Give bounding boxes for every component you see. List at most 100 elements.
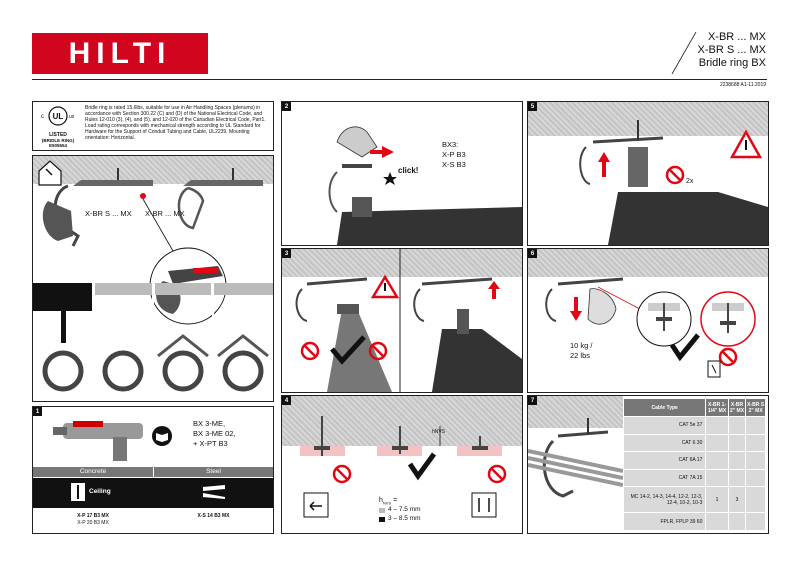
panel-1: 1 BX 3-ME, BX 3-ME 02, + X-PT B3 Concret…	[32, 406, 274, 534]
cell	[705, 512, 729, 531]
cell: 3	[727, 486, 747, 514]
panel-3: 3	[281, 248, 523, 393]
cell	[705, 468, 729, 488]
cell	[727, 416, 747, 435]
panel-6-illustration	[545, 277, 756, 378]
panel-2-illustration	[328, 126, 522, 245]
brand-wordmark: HILTI	[68, 36, 172, 70]
overview-illustration	[33, 168, 273, 401]
ul-us-text: us	[69, 114, 75, 120]
tool-list: BX 3-ME, BX 3-ME 02, + X-PT B3	[193, 419, 236, 449]
panel-number: 7	[528, 396, 537, 405]
header-xbrs-2: X-BR S 2" MX	[745, 398, 766, 417]
header-rule	[32, 79, 767, 80]
panel-4: 4 hNVS hNVS = 4 – 7.5 mm 3 – 8.5 mm	[281, 395, 523, 534]
ul-mark-text: UL	[53, 112, 64, 121]
manual-read-icon	[152, 426, 172, 446]
cell: MC 14-2, 14-3, 14-4, 12-2, 12-3, 12-4, 1…	[622, 486, 707, 514]
cell: CAT 5e 37	[622, 416, 707, 435]
ul-description: Bridle ring is rated 15.6lbs, suitable f…	[85, 105, 266, 141]
concrete-ceiling	[282, 249, 522, 277]
concrete-pin: X-P 20 B3 MX	[77, 520, 109, 526]
tool-item: BX 3-ME 02,	[193, 429, 236, 438]
cell	[745, 416, 766, 435]
cell: CAT 6 30	[622, 433, 707, 453]
title-line-2: X-BR S ... MX	[697, 44, 766, 56]
hnvs-tag: hNVS	[432, 429, 446, 435]
panel-number: 1	[33, 407, 42, 416]
panel-number: 3	[282, 249, 291, 258]
ul-logo-icon: UL c us	[41, 106, 75, 126]
cable-capacity-table: Cable Type X-BR 1-1/4" MX X-BR 2" MX X-B…	[622, 398, 766, 531]
divider-slash	[671, 31, 697, 75]
cable-illustration	[528, 418, 623, 498]
panel-3-illustration	[295, 249, 522, 392]
table-row: MC 14-2, 14-3, 14-4, 12-2, 12-3, 12-4, 1…	[622, 486, 766, 514]
concrete-ceiling	[528, 102, 768, 136]
cell	[727, 451, 747, 470]
cell	[705, 451, 729, 470]
panel-2-tool-lines: BX3: X-P B3 X-S B3	[442, 140, 466, 170]
header-xbr-2: X-BR 2" MX	[727, 398, 747, 417]
concrete-pins: X-P 17 B3 MX X-P 20 B3 MX	[33, 513, 153, 527]
tool-line: X-S B3	[442, 160, 466, 169]
table-row: CAT 7A 15	[622, 468, 766, 488]
cell	[745, 512, 766, 531]
panel-2: 2 click! BX3: X-P B3 X-S B3	[281, 101, 523, 246]
tool-item: + X-PT B3	[193, 439, 228, 448]
hnvs-sub: NVS	[382, 500, 392, 506]
cell	[745, 433, 766, 453]
hnvs-eq: =	[393, 497, 398, 504]
hnvs-range-2: 3 – 8.5 mm	[388, 515, 421, 522]
title-line-3: Bridle ring BX	[698, 57, 766, 69]
cell	[745, 468, 766, 488]
concrete-pin: X-P 17 B3 MX	[77, 513, 109, 519]
powder-tool-illustration	[53, 421, 143, 461]
ul-product: (BRIDLE RING)	[41, 138, 75, 143]
title-line-1: X-BR ... MX	[707, 31, 766, 43]
house-icon	[38, 160, 62, 186]
panel-6: 6 10 kg / 22 lbs	[527, 248, 769, 393]
cell	[705, 433, 729, 453]
panel-4-illustration	[300, 416, 507, 522]
concrete-header: Concrete	[33, 467, 153, 477]
cell	[745, 451, 766, 470]
cell	[705, 416, 729, 435]
panel-5: 5 2x	[527, 101, 769, 246]
ul-listed: LISTED	[49, 132, 67, 138]
cell	[727, 433, 747, 453]
panel-7: 7 Cable Type X-BR 1-1/4" MX X-BR 2" MX X…	[527, 395, 769, 534]
concrete-pin-icon	[71, 483, 85, 501]
hilti-logo: HILTI	[32, 33, 208, 74]
header-cable-type: Cable Type	[622, 398, 707, 417]
table-row: CAT 6A 17	[622, 451, 766, 470]
tool-item: BX 3-ME,	[193, 419, 226, 428]
panel-number: 6	[528, 249, 537, 258]
panel-number: 5	[528, 102, 537, 111]
panel-5-illustration	[579, 120, 768, 245]
steel-header: Steel	[154, 467, 273, 477]
click-label: click!	[398, 166, 419, 175]
cell: CAT 6A 17	[622, 451, 707, 470]
concrete-ceiling	[528, 249, 768, 277]
tool-line: BX3:	[442, 140, 459, 149]
ul-c-text: c	[41, 114, 44, 120]
steel-pin: X-S 14 B3 MX	[197, 513, 230, 519]
overview-panel: X-BR S ... MX X-BR ... MX	[32, 155, 274, 402]
tool-line: X-P B3	[442, 150, 466, 159]
hnvs-legend-title: hNVS =	[379, 497, 397, 505]
ul-file: E505654	[48, 143, 68, 148]
overview-label-right: X-BR ... MX	[145, 209, 185, 218]
panel-number: 2	[282, 102, 291, 111]
load-line: 22 lbs	[570, 351, 591, 360]
cell	[745, 486, 766, 514]
overview-label-left: X-BR S ... MX	[85, 209, 132, 218]
cell	[727, 468, 747, 488]
cell: CAT 7A 15	[622, 468, 707, 488]
ul-listing-panel: UL c us LISTED (BRIDLE RING) E505654 Bri…	[32, 101, 274, 151]
cable-table: Cable Type X-BR 1-1/4" MX X-BR 2" MX X-B…	[622, 398, 766, 531]
hnvs-label: h	[379, 497, 383, 504]
table-row: FPLR, FPLP 39 60	[622, 512, 766, 531]
concrete-ceiling	[528, 396, 623, 428]
panel-number: 4	[282, 396, 291, 405]
